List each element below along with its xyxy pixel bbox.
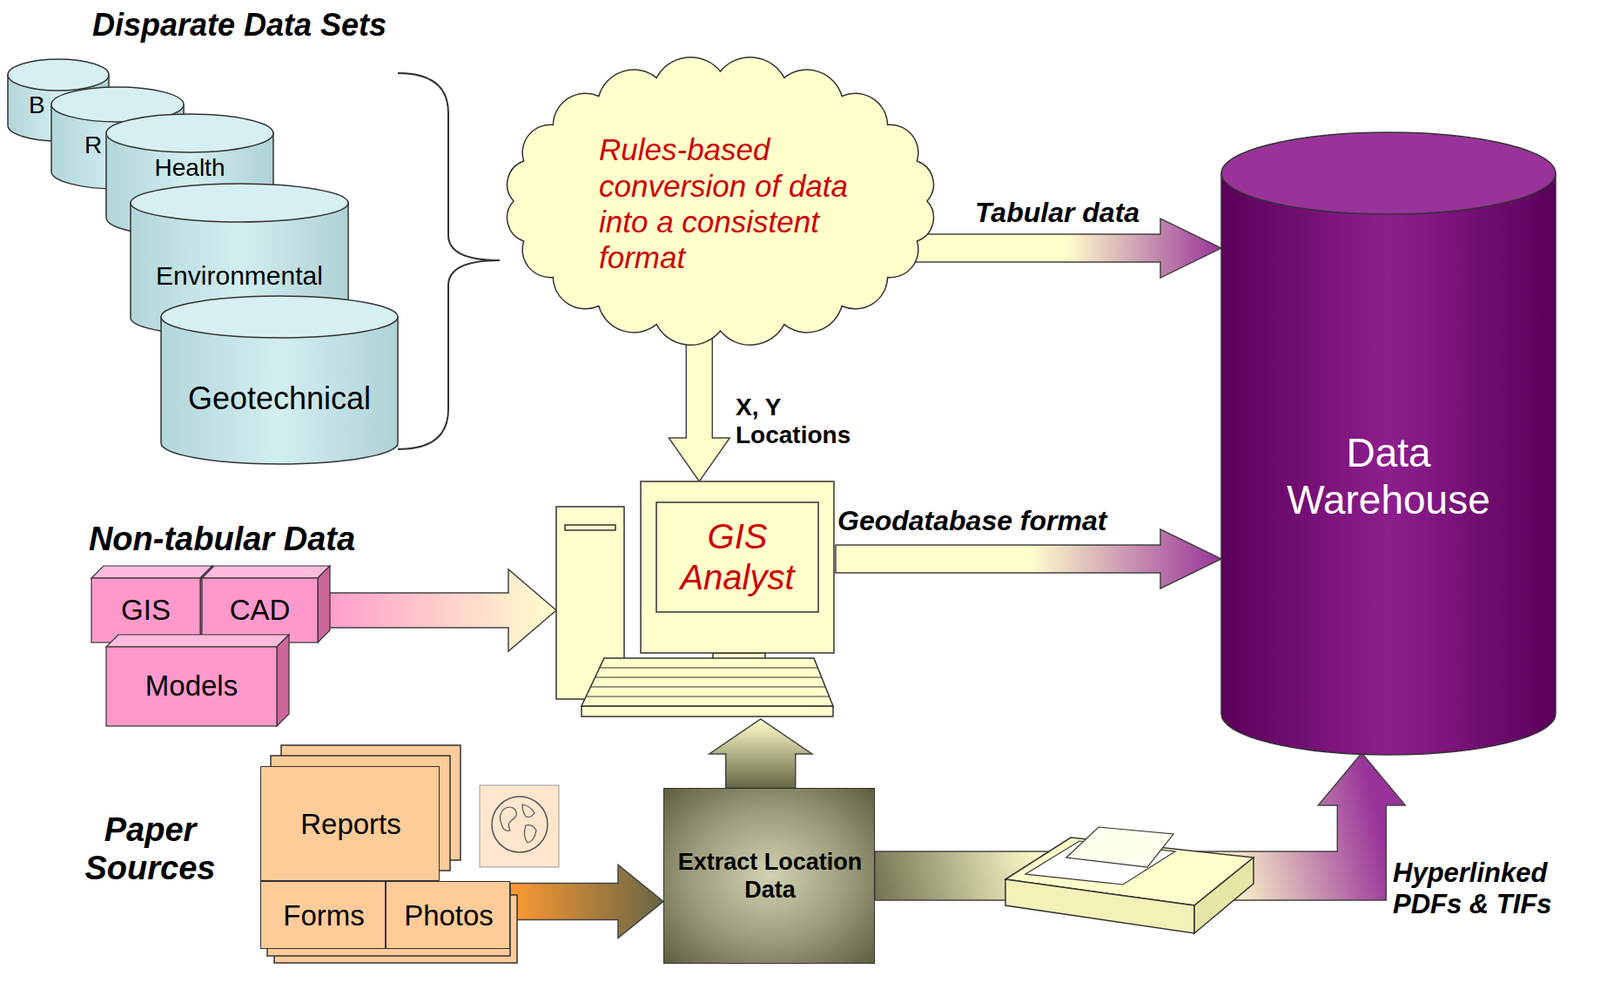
cylinder-body <box>1221 173 1556 755</box>
block-arrow <box>709 719 813 788</box>
group-brace <box>397 73 500 450</box>
group-heading: Paper Sources <box>60 811 240 888</box>
block-arrow <box>835 529 1222 589</box>
monitor-frame <box>640 481 834 653</box>
scanner-side <box>1194 857 1254 934</box>
cylinder-body <box>161 316 398 464</box>
node-label: Rules-based conversion of data into a co… <box>598 125 904 283</box>
box-top <box>106 634 290 647</box>
key-row <box>595 677 822 679</box>
node-label: Forms <box>261 881 387 950</box>
node-label: GIS Analyst <box>656 502 819 612</box>
keyboard-top <box>581 658 834 706</box>
keyboard-front <box>581 705 834 717</box>
key-row <box>599 667 819 669</box>
connector-label: X, Y Locations <box>735 393 875 450</box>
box-front <box>201 578 318 643</box>
scanner <box>1005 826 1254 934</box>
map-card <box>479 785 559 868</box>
block-arrow <box>317 569 557 652</box>
node-label: GIS <box>91 578 201 643</box>
node-label: Health <box>106 154 274 182</box>
data-box: CAD <box>201 578 318 643</box>
cloud-outline <box>507 57 935 346</box>
box-side <box>317 565 330 643</box>
node-label: Geotechnical <box>161 379 398 418</box>
cylinder-top <box>130 183 349 222</box>
node-label: Models <box>106 646 277 727</box>
box-front <box>106 646 277 727</box>
connector-label: Hyperlinked PDFs & TIFs <box>1392 857 1589 920</box>
node-label: Environmental <box>130 260 349 292</box>
globe-outline <box>491 796 548 853</box>
key-row <box>585 696 829 698</box>
box-top <box>201 565 330 579</box>
connector-label: Geodatabase format <box>837 504 1204 538</box>
box-top <box>91 565 213 579</box>
box-front <box>91 578 201 643</box>
paper-sheet: Photos <box>385 880 511 949</box>
connector-label: Tabular data <box>974 196 1219 229</box>
database-cylinder-outline <box>161 295 398 464</box>
analyst-computer-outline <box>556 481 836 720</box>
globe-land <box>499 804 537 843</box>
scanner-lid <box>1066 826 1174 868</box>
box-side <box>276 634 290 727</box>
map-card-sheet <box>479 785 559 868</box>
node-label: Data Warehouse <box>1257 419 1520 533</box>
warehouse-cylinder: Data Warehouse <box>1221 132 1556 755</box>
paper-sheet: Forms <box>260 880 386 949</box>
node-label: Extract Location Data <box>672 788 868 965</box>
analyst-computer: GIS Analyst <box>556 481 836 720</box>
group-heading: Non-tabular Data <box>47 520 397 559</box>
node-label: CAD <box>201 578 318 643</box>
drive-slot <box>564 524 616 531</box>
cylinder-top <box>161 295 398 338</box>
block-arrow <box>510 864 664 938</box>
monitor-screen <box>656 502 819 612</box>
scanner-front <box>1005 879 1195 934</box>
process-cloud: Rules-based conversion of data into a co… <box>496 53 945 349</box>
group-heading: Disparate Data Sets <box>91 6 388 43</box>
paper-sheet: Reports <box>260 766 440 881</box>
data-box: GIS <box>91 578 201 643</box>
key-row <box>590 686 826 688</box>
cylinder-top <box>7 59 109 91</box>
data-box: Models <box>106 646 277 727</box>
node-label: Reports <box>261 766 441 882</box>
cylinder-top <box>1221 132 1556 215</box>
cylinder-top <box>106 114 274 153</box>
node-label: Photos <box>386 881 511 950</box>
block-arrow <box>668 322 730 482</box>
process-box: Extract Location Data <box>663 787 875 964</box>
database-cylinder: Geotechnical <box>161 295 398 464</box>
